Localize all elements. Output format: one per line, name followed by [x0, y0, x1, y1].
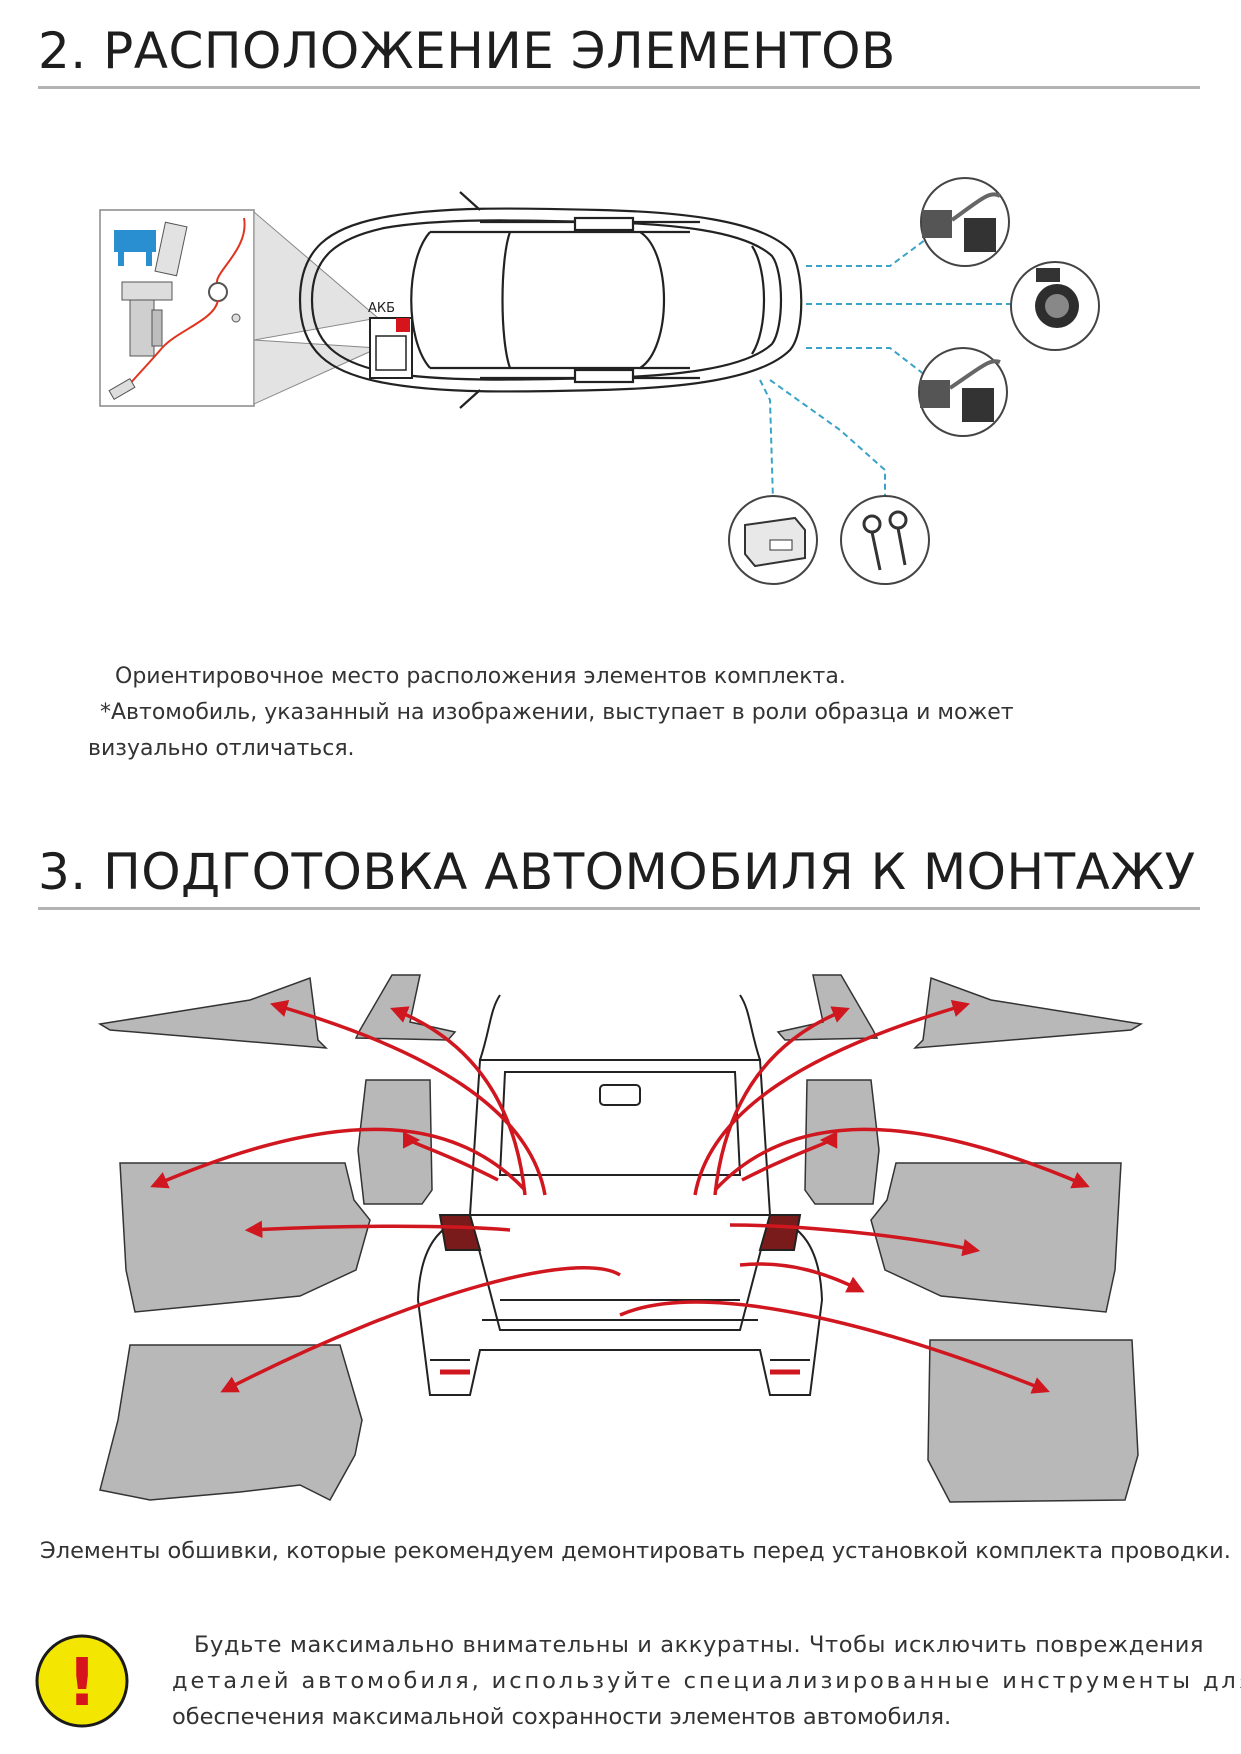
socket-connector-icon — [1011, 262, 1099, 350]
ring-terminals-icon — [841, 496, 929, 584]
section-3-caption: Элементы обшивки, которые рекомендуем де… — [40, 1538, 1231, 1564]
trim-top-left — [100, 978, 326, 1048]
caption-line-3: визуально отличаться. — [88, 736, 355, 761]
trim-floor-right — [928, 1340, 1138, 1502]
trim-door-small-right — [805, 1080, 879, 1204]
caption-line-1: Ориентировочное место расположения элеме… — [115, 664, 846, 689]
section-2-divider — [38, 86, 1200, 89]
trim-floor-left — [100, 1345, 362, 1500]
car-rear-view — [418, 995, 822, 1395]
section-2-title: 2. РАСПОЛОЖЕНИЕ ЭЛЕМЕНТОВ — [38, 22, 896, 80]
caption-line-2: *Автомобиль, указанный на изображении, в… — [100, 700, 1014, 725]
battery-label: АКБ — [368, 301, 395, 316]
section-3-divider — [38, 907, 1200, 910]
warning-icon: ! — [34, 1633, 130, 1729]
fuse-inset — [100, 210, 254, 406]
warning-line-1: Будьте максимально внимательны и аккурат… — [172, 1627, 1202, 1663]
trim-removal-diagram — [0, 960, 1241, 1520]
control-module-icon — [729, 496, 817, 584]
wiring-harness-2-icon — [919, 348, 1007, 436]
trim-pillar-right — [778, 975, 877, 1040]
trim-top-right — [915, 978, 1141, 1048]
warning-text: Будьте максимально внимательны и аккурат… — [172, 1627, 1202, 1735]
trim-panels-left — [100, 975, 455, 1500]
warning-line-2: деталей автомобиля, используйте специали… — [172, 1663, 1202, 1699]
warning-icon-symbol: ! — [67, 1644, 97, 1721]
battery: АКБ — [368, 301, 412, 378]
trim-door-small-left — [358, 1080, 432, 1204]
element-layout-diagram: АКБ — [0, 170, 1241, 600]
section-3-title: 3. ПОДГОТОВКА АВТОМОБИЛЯ К МОНТАЖУ — [38, 843, 1196, 901]
wiring-harness-1-icon — [921, 178, 1009, 266]
warning-line-3: обеспечения максимальной сохранности эле… — [172, 1699, 1202, 1735]
trim-pillar-left — [356, 975, 455, 1040]
